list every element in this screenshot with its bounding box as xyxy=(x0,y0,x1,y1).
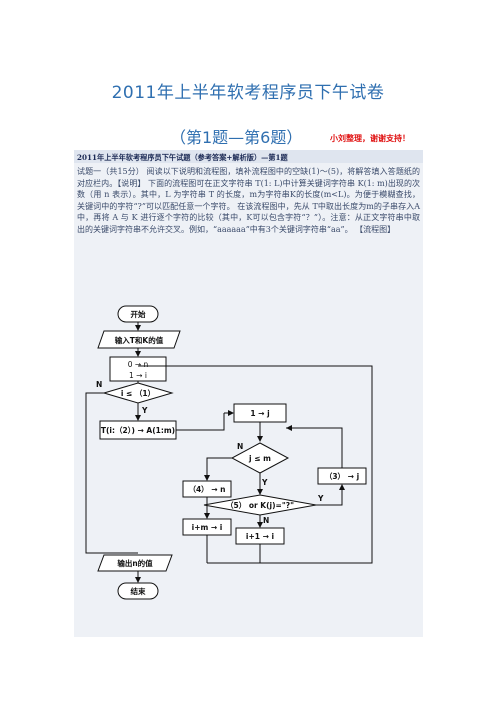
input-node xyxy=(97,330,181,349)
question-text: 试题一（共15分） 阅读以下说明和流程图，填补流程图中的空缺(1)～(5)，将解… xyxy=(77,167,420,234)
init-label-1: 0 → n xyxy=(128,360,149,369)
question-heading: 2011年上半年软考程序员下午试题（参考答案+解析版）—第1题 xyxy=(77,153,288,162)
content-panel-header xyxy=(74,150,423,163)
end-label: 结束 xyxy=(131,586,146,596)
flowchart: 开始 输入T和K的值 0 → n 1 → i i ≤ （1） N Y T(i:（… xyxy=(85,305,373,600)
page-title: 2011年上半年软考程序员下午试卷 xyxy=(111,83,385,103)
end-node xyxy=(117,582,159,600)
i-plus-m-label: i+m → i xyxy=(192,523,223,532)
start-label: 开始 xyxy=(131,309,146,319)
assign-substring-label: T(i:（2）) → A(1:m) xyxy=(101,425,175,435)
thanks-note: 小刘整理，谢谢支持！ xyxy=(330,134,410,143)
cond2-no-label: N xyxy=(237,442,243,451)
j-condition-label: j ≤ m xyxy=(248,454,271,463)
match-condition-label: （5） or K(j)="?" xyxy=(226,500,294,510)
cond3-no-label: N xyxy=(263,516,269,525)
init-label-2: 1 → i xyxy=(129,371,147,380)
output-node xyxy=(97,554,173,572)
cond2-yes-label: Y xyxy=(261,478,268,487)
blank3-label: （3） → j xyxy=(325,471,359,481)
cond1-no-label: N xyxy=(96,380,102,389)
page-subtitle: （第1题—第6题） xyxy=(170,128,303,147)
loop-condition-label: i ≤ （1） xyxy=(121,388,155,398)
output-label: 输出n的值 xyxy=(117,558,153,568)
blank4-label: （4） → n xyxy=(188,484,225,494)
i-plus-1-label: i+1 → i xyxy=(246,532,274,541)
cond3-yes-label: Y xyxy=(317,494,324,503)
j-init-label: 1 → j xyxy=(250,409,269,418)
cond1-yes-label: Y xyxy=(141,406,148,415)
input-label: 输入T和K的值 xyxy=(115,335,164,345)
